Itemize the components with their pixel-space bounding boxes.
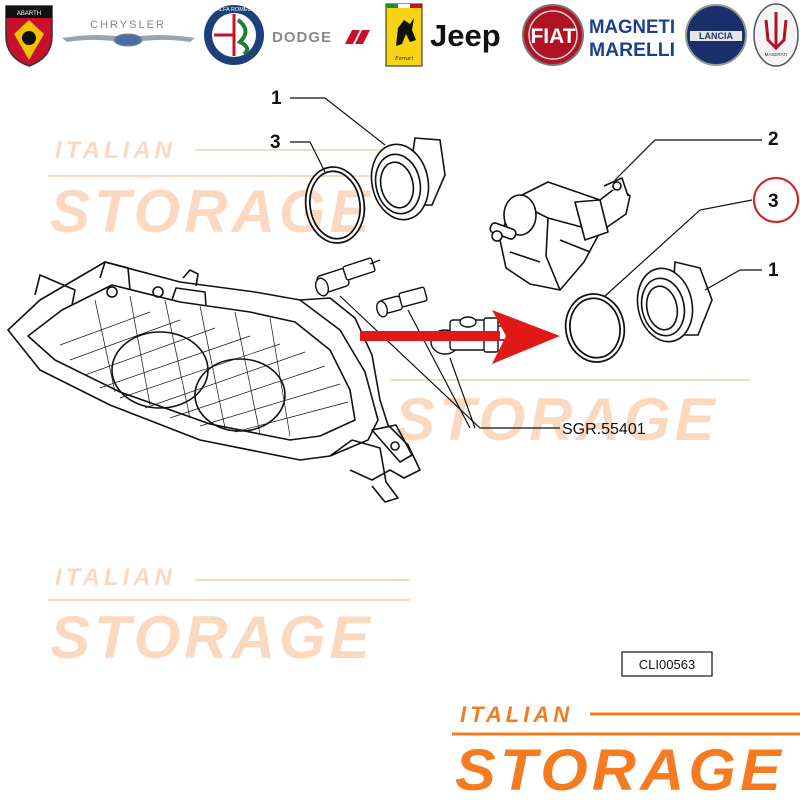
svg-text:MAGNETI: MAGNETI — [589, 17, 675, 38]
bulb-2-icon — [376, 286, 428, 318]
svg-text:ITALIAN: ITALIAN — [55, 137, 176, 164]
magneti-marelli-logo-icon: MAGNETI MARELLI — [589, 17, 675, 61]
watermark-middle: STORAGE — [390, 379, 750, 453]
headlamp-housing — [7, 261, 421, 503]
svg-text:MARELLI: MARELLI — [589, 40, 675, 61]
chrysler-logo-icon: CHRYSLER — [62, 19, 195, 47]
o-ring-right-icon — [564, 293, 626, 363]
svg-text:STORAGE: STORAGE — [455, 738, 785, 800]
lancia-logo-icon: LANCIA — [685, 4, 747, 66]
watermark-bottom: ITALIAN STORAGE — [48, 564, 410, 671]
italian-storage-logo: ITALIAN STORAGE — [452, 702, 800, 800]
alfa-romeo-logo-icon: ALFA ROMEO — [204, 5, 264, 65]
svg-text:Ferrari: Ferrari — [394, 56, 413, 62]
svg-text:CLI00563: CLI00563 — [639, 657, 695, 672]
svg-text:FIAT: FIAT — [530, 25, 575, 48]
svg-text:ITALIAN: ITALIAN — [460, 702, 573, 727]
svg-text:ITALIAN: ITALIAN — [55, 564, 176, 591]
brand-logo-bar: ABARTH CHRYSLER ALFA ROMEO DODGE — [5, 3, 799, 67]
part-reference-label: SGR.55401 — [562, 421, 646, 438]
dust-cap-right-icon — [636, 261, 713, 343]
drawing-code-box: CLI00563 — [621, 651, 713, 677]
o-ring-right-highlight — [566, 294, 624, 362]
svg-text:LANCIA: LANCIA — [699, 31, 733, 41]
callout-3-right: 3 — [768, 191, 779, 212]
callout-3-upper: 3 — [270, 132, 281, 153]
callout-2: 2 — [768, 129, 779, 150]
svg-text:STORAGE: STORAGE — [50, 604, 374, 671]
abarth-logo-icon: ABARTH — [5, 5, 53, 67]
maserati-logo-icon: MASERATI — [753, 3, 799, 67]
fiat-logo-icon: FIAT — [522, 4, 584, 66]
dodge-logo-icon: DODGE — [272, 29, 370, 46]
callout-1-upper: 1 — [271, 88, 282, 109]
ferrari-logo-icon: Ferrari — [385, 3, 423, 67]
svg-text:ABARTH: ABARTH — [17, 11, 41, 17]
o-ring-upper-highlight — [306, 167, 364, 243]
svg-text:DODGE: DODGE — [272, 29, 332, 46]
bulb-1-icon — [314, 257, 381, 297]
dust-cap-upper-icon — [370, 137, 446, 221]
watermark-top: ITALIAN STORAGE — [48, 137, 400, 245]
svg-text:CHRYSLER: CHRYSLER — [90, 19, 166, 31]
svg-text:ALFA ROMEO: ALFA ROMEO — [216, 7, 252, 13]
red-arrow-icon — [360, 310, 560, 364]
highlight-circle-icon — [753, 177, 799, 223]
jeep-logo-text: Jeep — [430, 18, 501, 53]
callout-1-right: 1 — [768, 260, 779, 281]
leveling-motor-icon — [489, 177, 631, 291]
svg-text:STORAGE: STORAGE — [395, 386, 719, 453]
svg-text:STORAGE: STORAGE — [50, 178, 374, 245]
svg-text:MASERATI: MASERATI — [765, 52, 788, 57]
